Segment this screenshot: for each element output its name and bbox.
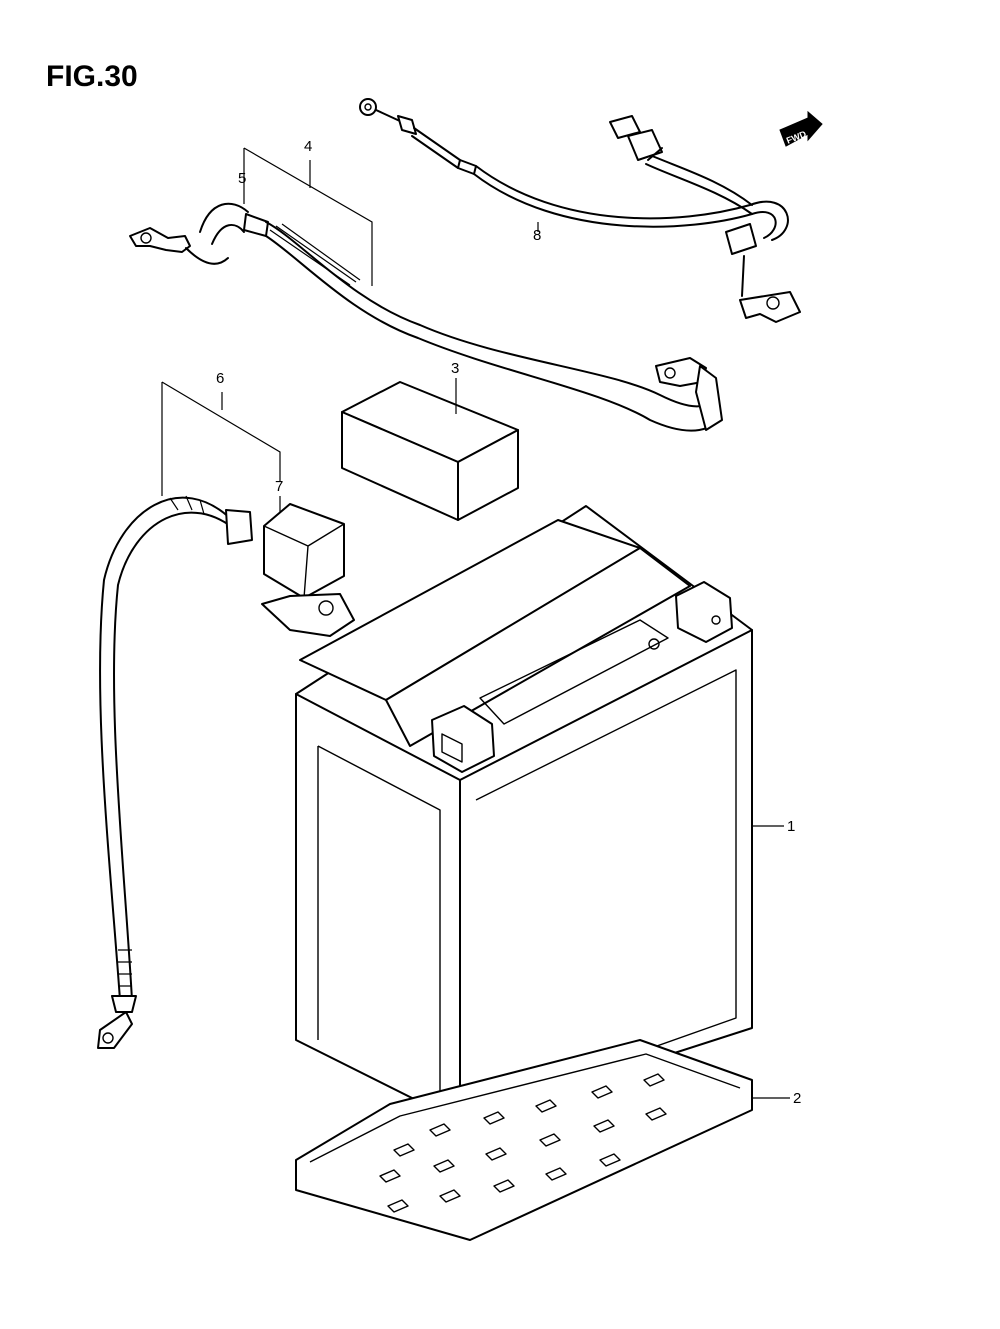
- callout-8: 8: [533, 227, 541, 244]
- callout-3: 3: [451, 360, 459, 377]
- negative-cable-part-6: [97, 495, 355, 1049]
- leader-lines: [161, 147, 790, 1099]
- callout-7: 7: [275, 478, 283, 495]
- pad-part-3: [341, 381, 519, 521]
- wire-harness-part-8: [359, 98, 801, 323]
- callout-5: 5: [238, 170, 246, 187]
- figure-title: FIG.30: [46, 60, 138, 93]
- tray-part-2: [295, 1039, 753, 1241]
- starter-cable-part-4: [129, 202, 723, 432]
- battery-part-1: [295, 505, 753, 1123]
- callout-1: 1: [787, 818, 795, 835]
- callout-6: 6: [216, 370, 224, 387]
- callout-2: 2: [793, 1090, 801, 1107]
- fwd-arrow-icon: FWD: [779, 110, 823, 147]
- callout-4: 4: [304, 138, 312, 155]
- tray-vent-slots: [379, 1073, 667, 1213]
